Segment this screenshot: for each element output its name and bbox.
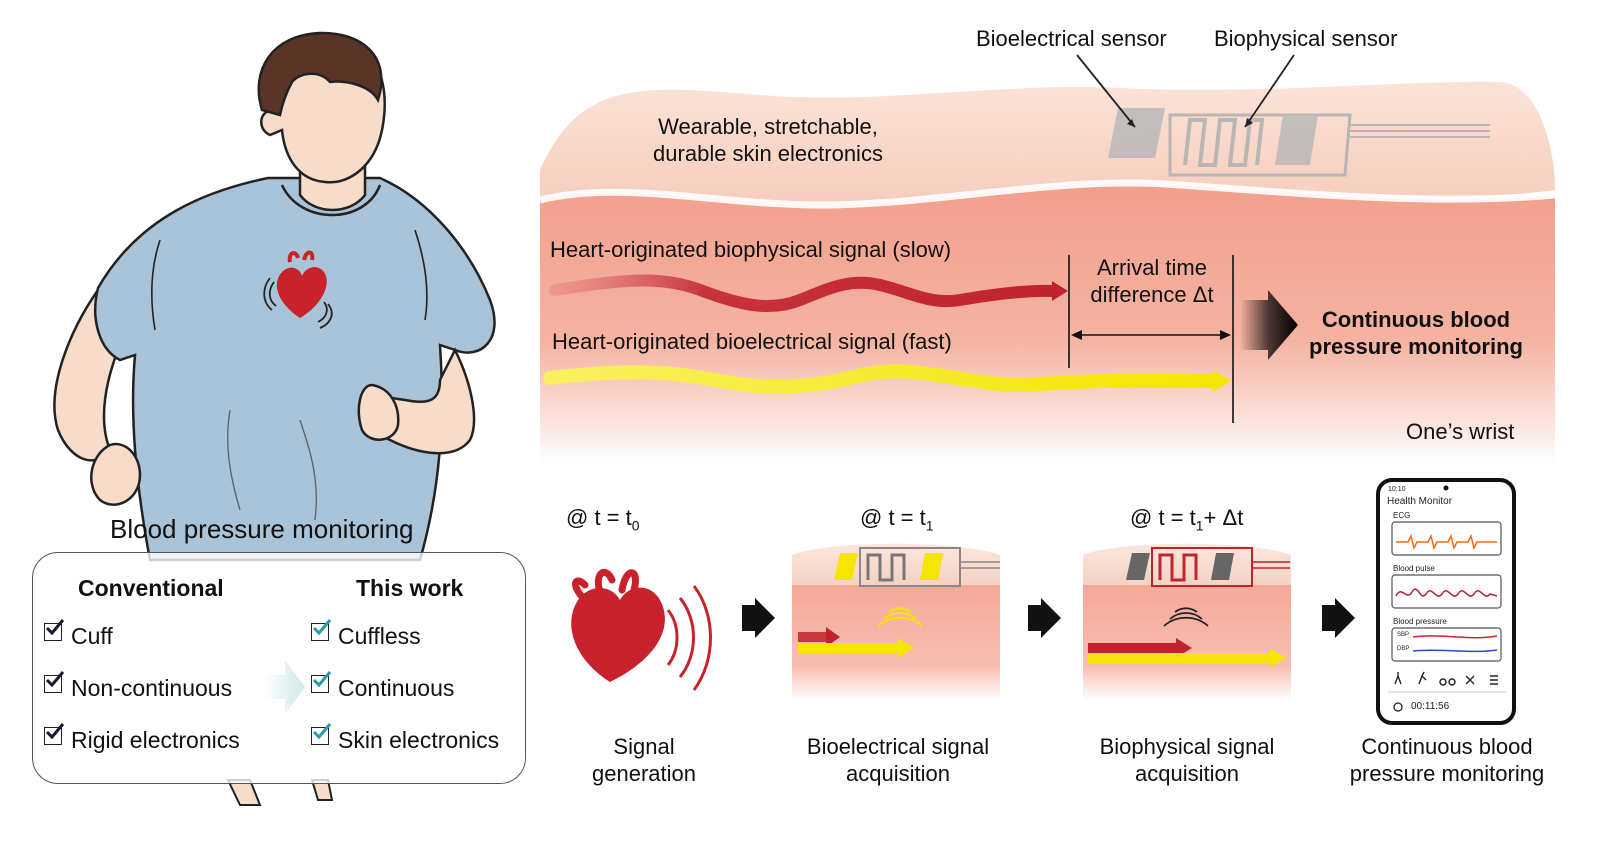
this-work-item-label: Skin electronics [338,727,500,753]
conventional-item-label: Non-continuous [71,675,233,701]
this-work-item-continuous: Continuous [311,671,455,702]
skin-caption-line-1: Wearable, stretchable, [658,114,878,139]
step-block-biophysical [1083,543,1291,700]
step-1-time: @ t = t0 [566,504,640,539]
step-2-caption-line-2: acquisition [846,761,950,786]
conventional-title: Conventional [78,575,224,601]
conventional-item-rigid: Rigid electronics [44,723,240,754]
step-arrow-icon-2 [1028,598,1061,638]
step-1-time-sub: 0 [631,517,640,534]
phone-activity-icons [1394,671,1498,686]
step-2-caption: Bioelectrical signal acquisition [790,733,1006,787]
step-4-caption-line-2: pressure monitoring [1349,761,1545,786]
conventional-item-noncontinuous: Non-continuous [44,671,233,702]
chest-heart-icon [263,250,333,329]
fast-signal-label: Heart-originated bioelectrical signal (f… [552,329,952,354]
person-title: Blood pressure monitoring [110,514,414,544]
step-3-caption-line-1: Biophysical signal [1099,734,1275,759]
step-2-time-prefix: @ t = t [860,505,926,530]
check-icon [311,619,332,641]
phone-pulse-label: Blood pulse [1393,564,1435,573]
conventional-item-cuff: Cuff [44,619,113,650]
this-work-item-cuffless: Cuffless [311,619,421,650]
this-work-title: This work [356,575,464,601]
wrist-label: One’s wrist [1406,419,1515,444]
fast-signal-wave [543,364,1231,395]
arrival-line-1: Arrival time [1096,255,1207,280]
step-2-time-sub: 1 [925,517,934,534]
skin-caption-line-2: durable skin electronics [653,141,883,166]
phone-dbp-label: DBP [1397,646,1410,652]
phone-status-time: 10:10 [1388,486,1406,493]
phone-ecg-label: ECG [1393,511,1411,520]
step-2-time: @ t = t1 [860,504,934,539]
result-line-1: Continuous blood [1321,307,1511,332]
slow-signal-wave [549,274,1068,313]
step-3-time-prefix: @ t = t [1130,505,1196,530]
conventional-item-label: Rigid electronics [71,727,240,753]
slow-signal-label: Heart-originated biophysical signal (slo… [550,237,952,262]
output-arrow-icon [1240,290,1298,360]
step-3-time-suffix: + Δt [1203,505,1244,530]
check-icon [44,671,65,693]
skin-sensor [1108,108,1490,177]
phone-device [1376,478,1516,725]
step-2-caption-line-1: Bioelectrical signal [806,734,990,759]
bioelectrical-sensor-label: Bioelectrical sensor [976,26,1167,51]
check-icon [44,723,65,745]
this-work-item-label: Continuous [338,675,455,701]
step-arrow-icon-3 [1322,598,1355,638]
skin-electronics-caption: Wearable, stretchable, durable skin elec… [630,113,906,167]
phone-app-title: Health Monitor [1387,496,1453,507]
this-work-item-skin: Skin electronics [311,723,500,754]
arrival-time-label: Arrival time difference Δt [1080,254,1224,308]
arrival-line-2: difference Δt [1090,282,1214,307]
comparison-box [32,552,526,784]
step-1-caption: Signal generation [560,733,728,787]
result-label: Continuous blood pressure monitoring [1298,306,1534,360]
check-icon [311,723,332,745]
step-3-caption-line-2: acquisition [1135,761,1239,786]
conventional-item-label: Cuff [71,623,113,649]
step-3-time-sub: 1 [1195,517,1204,534]
phone-sbp-label: SBP [1397,632,1410,638]
check-icon [311,671,332,693]
phone-bp-label: Blood pressure [1393,617,1447,626]
step-heart-icon [571,569,712,691]
step-3-time: @ t = t1+ Δt [1130,504,1243,539]
biophysical-sensor-label: Biophysical sensor [1214,26,1398,51]
step-4-caption-line-1: Continuous blood [1361,734,1533,759]
step-block-bioelectrical [792,543,1000,700]
sensor-pointer-lines [1076,54,1295,128]
arrival-time-markers [1068,255,1234,423]
step-1-caption-line-2: generation [592,761,696,786]
runner-figure [53,31,496,806]
step-arrow-icon-1 [742,598,775,638]
this-work-item-label: Cuffless [338,623,421,649]
step-4-caption: Continuous blood pressure monitoring [1338,733,1556,787]
result-line-2: pressure monitoring [1309,334,1523,359]
check-icon [44,619,65,641]
phone-timer: 00:11:56 [1411,701,1450,712]
step-1-caption-line-1: Signal [613,734,675,759]
step-1-time-prefix: @ t = t [566,505,632,530]
step-3-caption: Biophysical signal acquisition [1082,733,1292,787]
